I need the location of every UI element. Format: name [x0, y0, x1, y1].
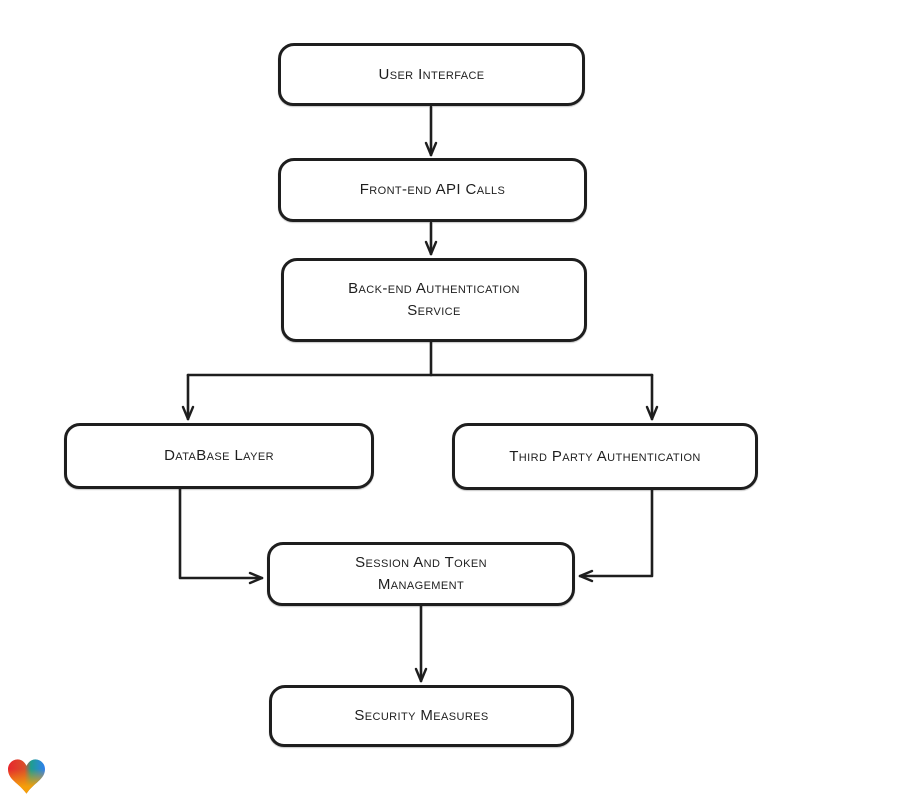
node-session-and-token-management-label: Session And Token Management: [355, 554, 487, 593]
node-back-end-authentication-service[interactable]: Back-end Authentication Service: [281, 258, 587, 342]
heart-gradient-logo-icon: [8, 759, 45, 794]
node-user-interface-label: User Interface: [378, 65, 485, 83]
node-third-party-authentication[interactable]: Third Party Authentication: [452, 423, 758, 490]
node-database-layer[interactable]: DataBase Layer: [64, 423, 374, 489]
node-session-and-token-management[interactable]: Session And Token Management: [267, 542, 575, 606]
edge-database-layer-to-session-token: [178, 487, 264, 585]
node-user-interface[interactable]: User Interface: [278, 43, 585, 106]
node-front-end-api-calls[interactable]: Front-end API Calls: [278, 158, 587, 222]
node-back-end-authentication-service-label: Back-end Authentication Service: [348, 280, 520, 319]
node-third-party-authentication-label: Third Party Authentication: [509, 447, 701, 465]
node-security-measures[interactable]: Security Measures: [269, 685, 574, 747]
edge-third-party-auth-to-session-token: [578, 488, 654, 583]
node-database-layer-label: DataBase Layer: [164, 447, 274, 465]
node-front-end-api-calls-label: Front-end API Calls: [359, 181, 506, 199]
node-security-measures-label: Security Measures: [354, 707, 489, 725]
